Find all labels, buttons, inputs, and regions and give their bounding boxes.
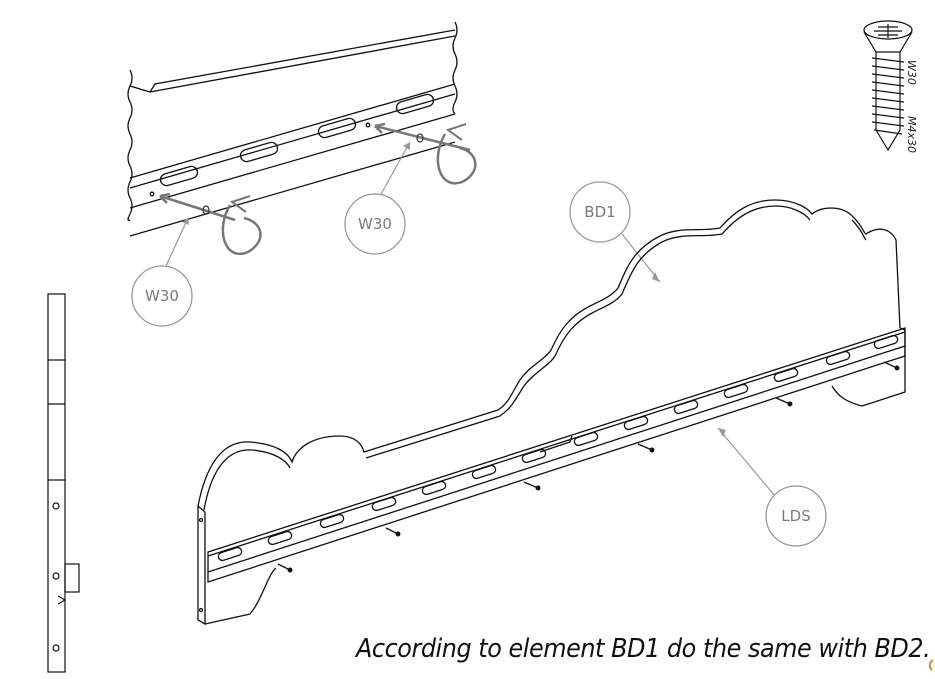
rail-slot: [217, 546, 243, 562]
rail-slot: [873, 334, 899, 350]
rail-slot: [773, 367, 799, 383]
rail-slot: [825, 350, 851, 366]
callout-bd1: BD1: [569, 181, 661, 283]
rail-top-edge: [129, 83, 456, 179]
callout-lds: LDS: [717, 427, 827, 547]
instruction-text: According to element BD1 do the same wit…: [356, 634, 931, 664]
rail-slot: [521, 448, 547, 464]
board-bd1: [197, 199, 906, 626]
screw-hole: [149, 191, 155, 197]
rail-slot: [723, 383, 749, 399]
rail-slot: [421, 480, 447, 496]
screw-label-size: M4x30: [905, 116, 918, 153]
rail-slot: [371, 496, 397, 512]
screw-hole: [365, 122, 371, 128]
side-view-profile: [47, 293, 80, 673]
rail-slot: [159, 165, 199, 187]
rail-slot: [267, 530, 293, 546]
rail-slot: [395, 93, 435, 115]
rail-bottom-edge: [129, 113, 456, 209]
detail-view: [127, 21, 458, 237]
board-bottom-edge: [129, 141, 456, 237]
rotation-arrow-left: [221, 204, 262, 256]
callout-label-w30: W30: [358, 215, 392, 233]
board-top-edge: [149, 35, 456, 93]
rail-slot: [623, 415, 649, 431]
rail-screws: [277, 361, 900, 573]
callout-w30-right: W30: [344, 141, 411, 255]
rotation-arrow-right: [436, 133, 477, 185]
rail-slot: [239, 141, 279, 163]
cut-line-left: [127, 69, 133, 222]
insertion-arrows: [159, 122, 477, 256]
callout-label-lds: LDS: [781, 507, 810, 525]
callout-label-bd1: BD1: [584, 203, 615, 221]
screw-arrow-left: [159, 194, 236, 222]
callout-w30-left: W30: [131, 217, 193, 327]
rail-lds: [207, 327, 906, 583]
callout-label-w30: W30: [145, 287, 179, 305]
rail-slot: [319, 513, 345, 529]
rail-slot: [471, 464, 497, 480]
screw-label-w30: W30: [905, 60, 918, 85]
screw-icon: [863, 20, 913, 152]
rail-slot: [673, 399, 699, 415]
rail-slot: [573, 431, 599, 447]
cut-line-right: [452, 21, 458, 115]
edge-mark: [928, 659, 934, 671]
board-top-contour: [197, 199, 901, 507]
rail-slot: [317, 117, 357, 139]
